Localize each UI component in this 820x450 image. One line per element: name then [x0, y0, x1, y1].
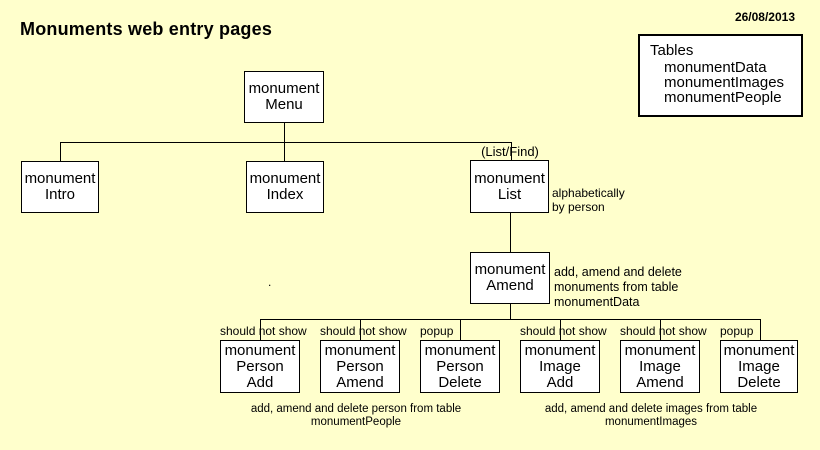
connector-person-amend-drop: [360, 319, 361, 340]
amend-note: add, amend and delete monuments from tab…: [554, 265, 682, 309]
node-monument-list: monument List: [470, 160, 549, 213]
image-delete-tag: popup: [720, 324, 754, 338]
tables-item-monument-people: monumentPeople: [664, 89, 782, 106]
person-add-tag: should not show: [220, 324, 307, 338]
tables-panel: Tables monumentData monumentImages monum…: [638, 34, 803, 117]
node-monument-image-add: monument Image Add: [520, 340, 600, 393]
person-group-caption: add, amend and delete person from table …: [250, 403, 462, 428]
connector-rail-level2: [60, 142, 512, 143]
node-monument-image-amend: monument Image Amend: [620, 340, 700, 393]
tables-item-monument-data: monumentData: [664, 59, 767, 76]
connector-rail-level4: [260, 319, 761, 320]
connector-list-drop: [511, 142, 512, 160]
connector-person-add-drop: [260, 319, 261, 340]
connector-image-amend-drop: [660, 319, 661, 340]
image-amend-tag: should not show: [620, 324, 707, 338]
stray-period-mark: .: [268, 275, 272, 289]
connector-person-delete-drop: [460, 319, 461, 340]
connector-index-drop: [284, 142, 285, 161]
image-add-tag: should not show: [520, 324, 607, 338]
person-delete-tag: popup: [420, 324, 454, 338]
node-monument-image-delete: monument Image Delete: [720, 340, 798, 393]
tables-item-monument-images: monumentImages: [664, 74, 785, 91]
node-monument-person-delete: monument Person Delete: [420, 340, 500, 393]
page-title: Monuments web entry pages: [20, 19, 273, 39]
node-monument-person-amend: monument Person Amend: [320, 340, 400, 393]
person-amend-tag: should not show: [320, 324, 407, 338]
connector-image-delete-drop: [760, 319, 761, 340]
node-monument-amend: monument Amend: [470, 252, 550, 304]
node-monument-index: monument Index: [246, 161, 324, 213]
connector-amend-drop: [510, 304, 511, 319]
list-note: alphabetically by person: [552, 186, 625, 214]
list-find-annotation: (List/Find): [481, 144, 539, 159]
connector-menu-drop: [284, 123, 285, 142]
connector-image-add-drop: [560, 319, 561, 340]
connector-list-to-amend: [510, 213, 511, 252]
tables-panel-title: Tables: [650, 42, 694, 59]
date-label: 26/08/2013: [734, 10, 795, 24]
node-monument-menu: monument Menu: [244, 71, 324, 123]
node-monument-intro: monument Intro: [21, 161, 99, 213]
connector-intro-drop: [60, 142, 61, 161]
node-monument-person-add: monument Person Add: [220, 340, 300, 393]
image-group-caption: add, amend and delete images from table …: [544, 403, 758, 428]
